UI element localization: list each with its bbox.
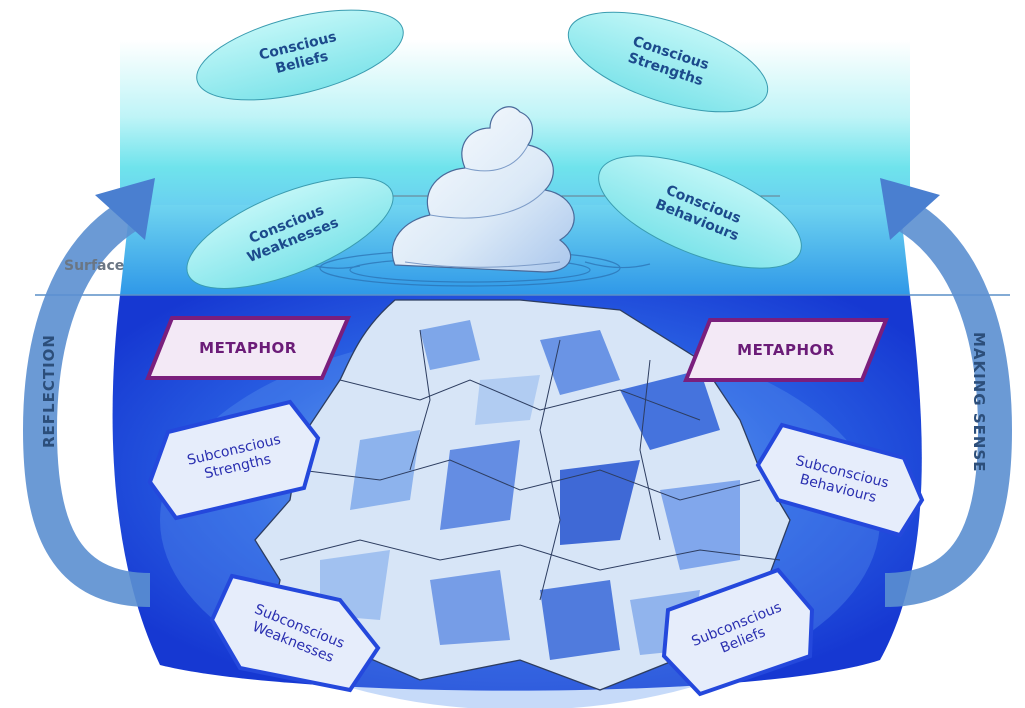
subconscious-weaknesses-box [209,573,381,693]
making-sense-label: MAKING SENSE [970,332,988,473]
metaphor-left-box [145,316,352,380]
subconscious-beliefs-box [661,567,815,697]
conscious-weaknesses-oval [186,177,394,289]
iceberg-tip [391,106,575,273]
surface-label: Surface [64,258,125,274]
making-sense-arrow [880,178,1013,607]
reflection-label: REFLECTION [40,334,58,448]
reflection-arrow [22,178,155,607]
conscious-strengths-oval [567,11,769,113]
conscious-behaviours-oval [598,155,802,269]
metaphor-right-label: METAPHOR [737,341,835,359]
subconscious-strengths-box [147,399,321,521]
subconscious-behaviours-box [755,422,925,538]
conscious-beliefs-oval [196,9,404,101]
metaphor-right-box [683,318,889,382]
iceberg-body [254,299,791,691]
metaphor-left-label: METAPHOR [199,339,297,357]
